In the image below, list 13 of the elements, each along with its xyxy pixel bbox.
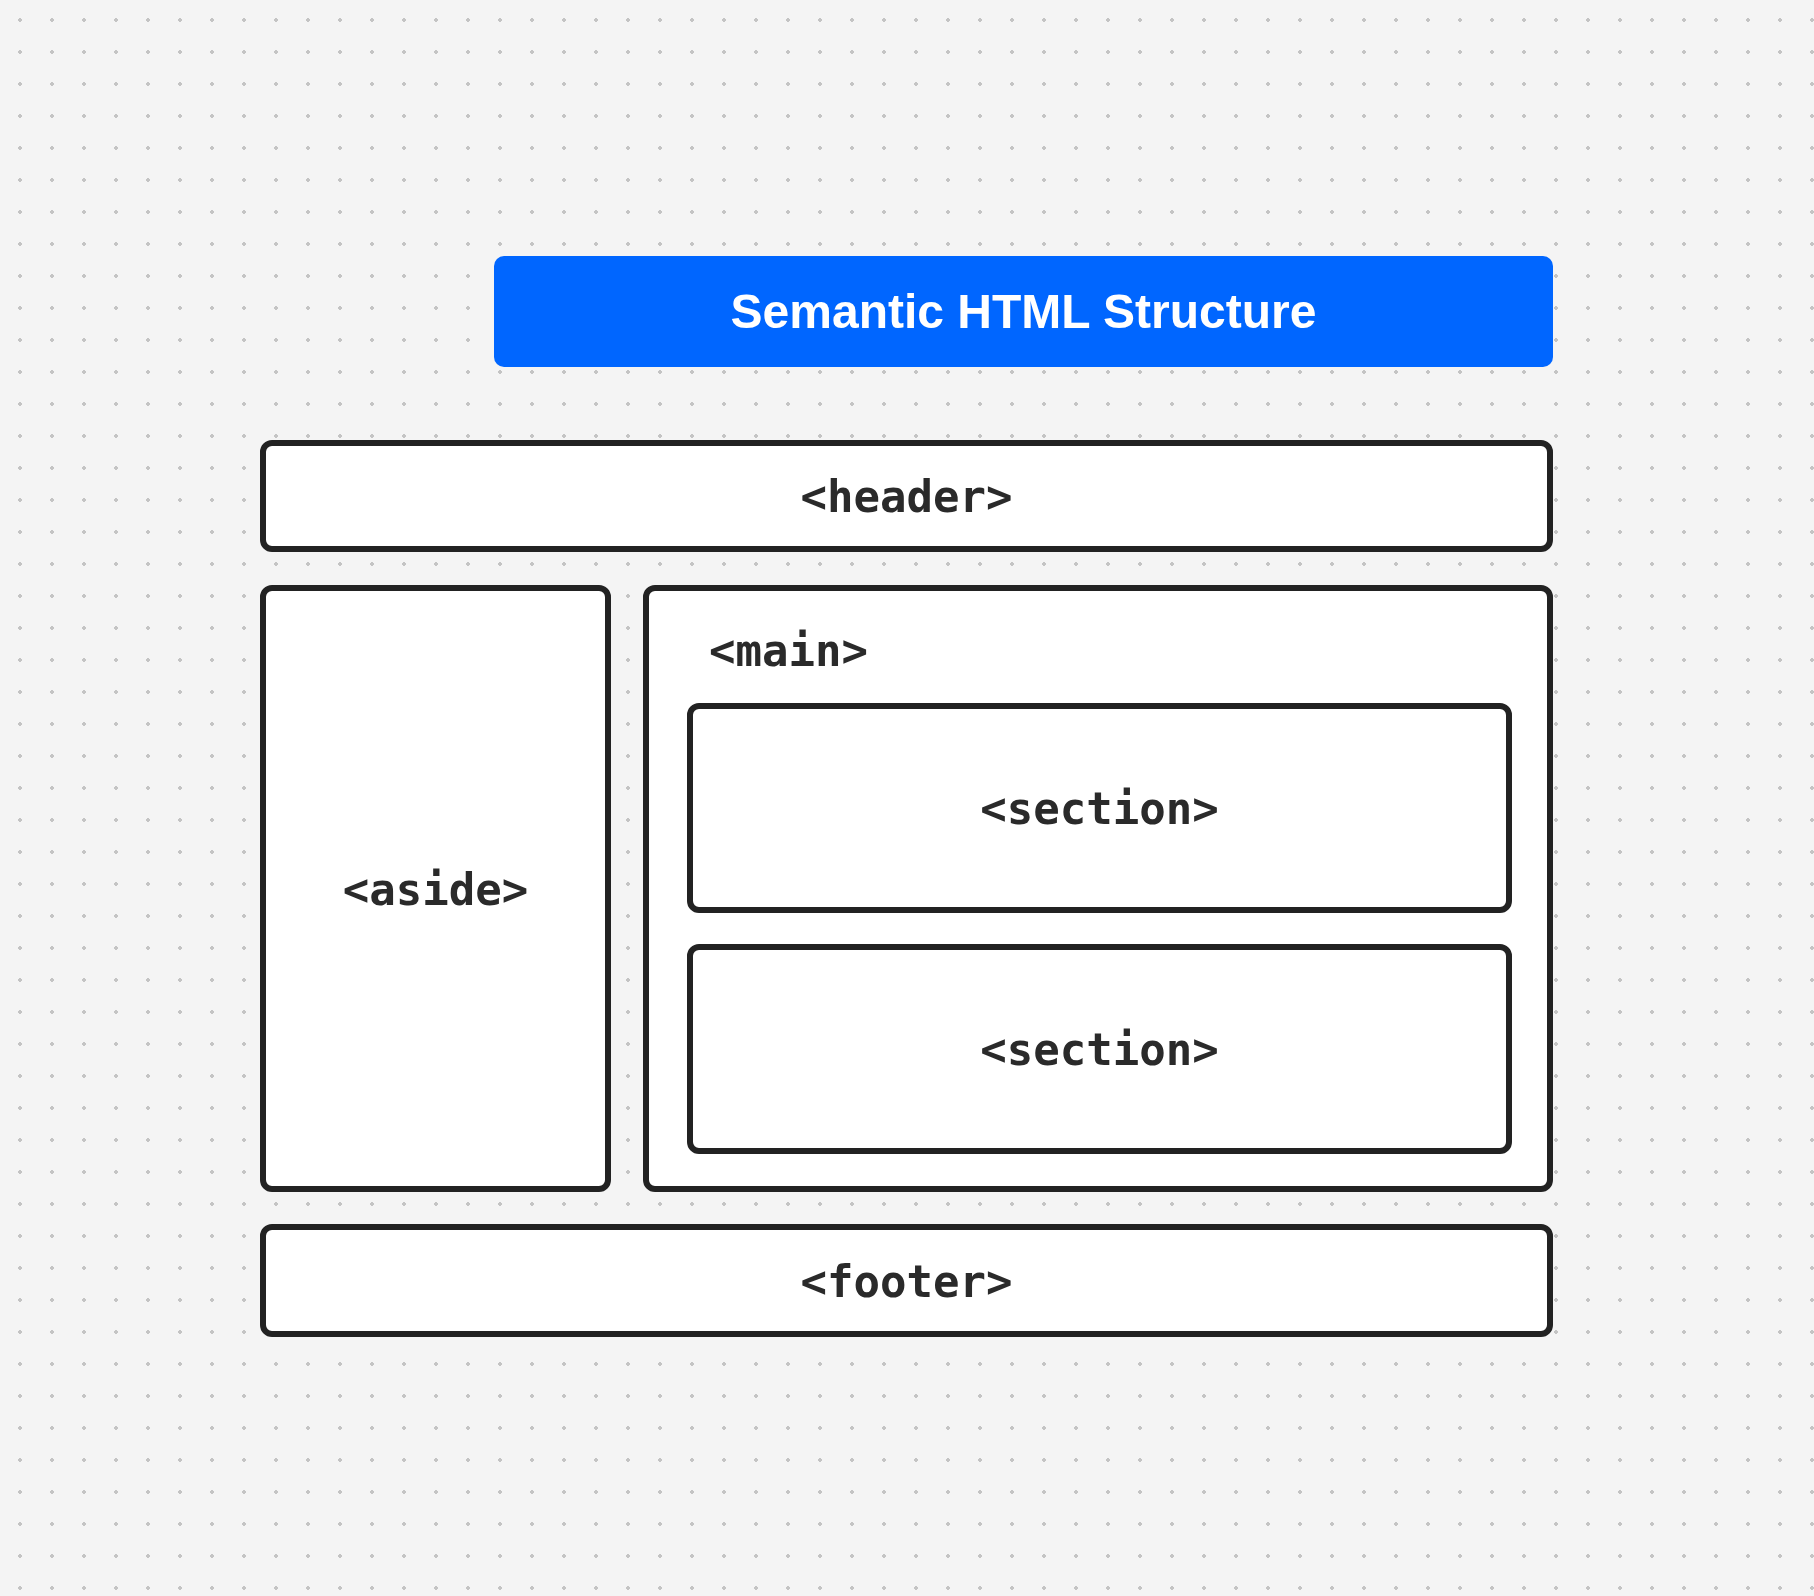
- tag-label: <main>: [709, 625, 868, 676]
- aside-box: [260, 585, 611, 1192]
- tag-label: <header>: [800, 470, 1013, 522]
- tag-label: <aside>: [342, 863, 529, 914]
- tag-label: <section>: [980, 782, 1219, 834]
- section-box: [687, 944, 1512, 1154]
- section-box: [687, 703, 1512, 913]
- main-box: [643, 585, 1553, 1192]
- title-banner: Semantic HTML Structure: [494, 256, 1553, 367]
- header-box: [260, 440, 1553, 552]
- footer-box: [260, 1224, 1553, 1337]
- tag-label: <footer>: [800, 1255, 1013, 1306]
- tag-label: <section>: [980, 1023, 1219, 1075]
